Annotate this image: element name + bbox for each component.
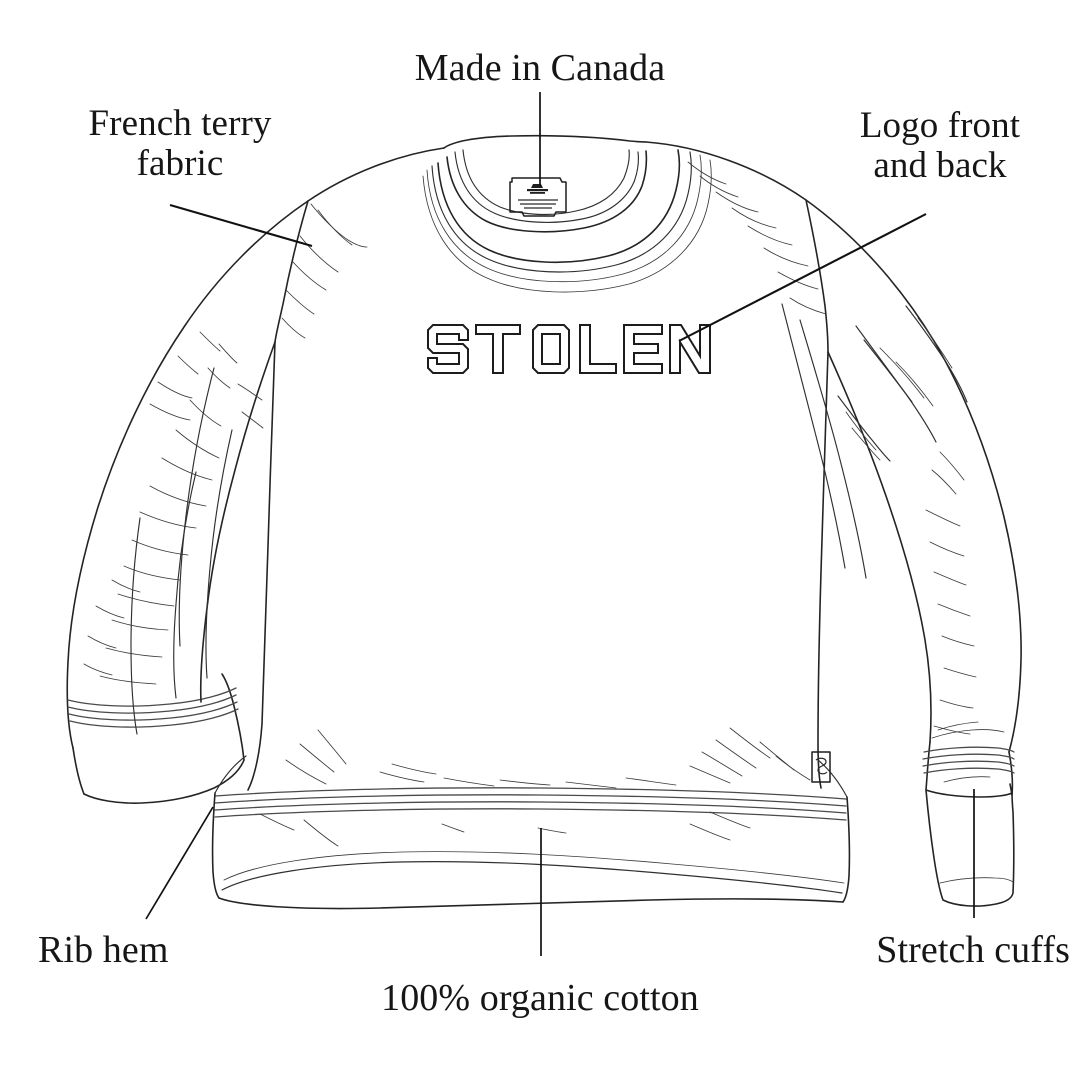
neck-label-tag bbox=[509, 177, 567, 217]
sweatshirt-body-outline bbox=[66, 141, 1022, 907]
callout-made-in-canada: Made in Canada bbox=[414, 47, 666, 89]
callout-logo-front-and-back: Logo front and back bbox=[859, 105, 1021, 186]
chest-logo-stolen bbox=[427, 324, 711, 374]
leader-rib-hem bbox=[145, 806, 214, 920]
crew-collar bbox=[422, 134, 712, 293]
fabric-wrinkle-detail-torso bbox=[259, 727, 811, 847]
rib-hem-band bbox=[211, 755, 851, 910]
leader-logo-front-back bbox=[678, 213, 927, 342]
callout-french-terry-fabric: French terry fabric bbox=[88, 103, 272, 184]
side-seam-label bbox=[811, 751, 831, 783]
fabric-wrinkle-detail-right bbox=[687, 161, 1005, 783]
callout-rib-hem: Rib hem bbox=[38, 929, 169, 971]
fabric-wrinkle-detail-left bbox=[83, 203, 368, 735]
leader-french-terry bbox=[169, 203, 313, 248]
callout-stretch-cuffs: Stretch cuffs bbox=[876, 929, 1070, 971]
callout-organic-cotton: 100% organic cotton bbox=[381, 977, 699, 1019]
